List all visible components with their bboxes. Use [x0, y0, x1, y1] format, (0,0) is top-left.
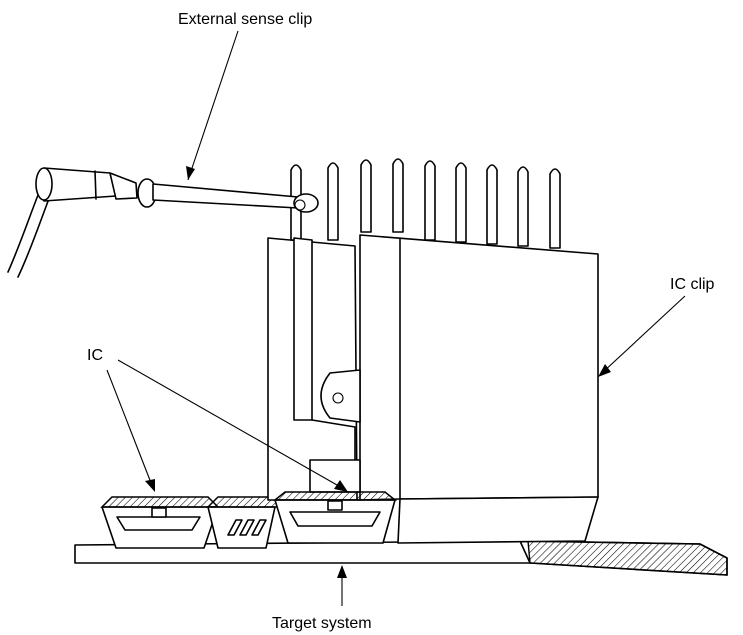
- label-target-system: Target system: [272, 565, 372, 632]
- target-system-label: Target system: [272, 615, 372, 632]
- label-external-sense-clip: External sense clip: [178, 11, 312, 181]
- label-ic: IC: [87, 347, 348, 492]
- ic-clip-label: IC clip: [670, 276, 715, 293]
- ic-chip-left: [100, 496, 220, 549]
- ic-label: IC: [87, 347, 103, 364]
- ic-chip-middle: [206, 496, 280, 549]
- ic-clip-body: [267, 234, 599, 544]
- ic-clip-pins: [290, 158, 561, 249]
- external-sense-clip-label: External sense clip: [178, 11, 312, 28]
- label-ic-clip: IC clip: [598, 276, 715, 377]
- external-sense-clip: [7, 167, 319, 278]
